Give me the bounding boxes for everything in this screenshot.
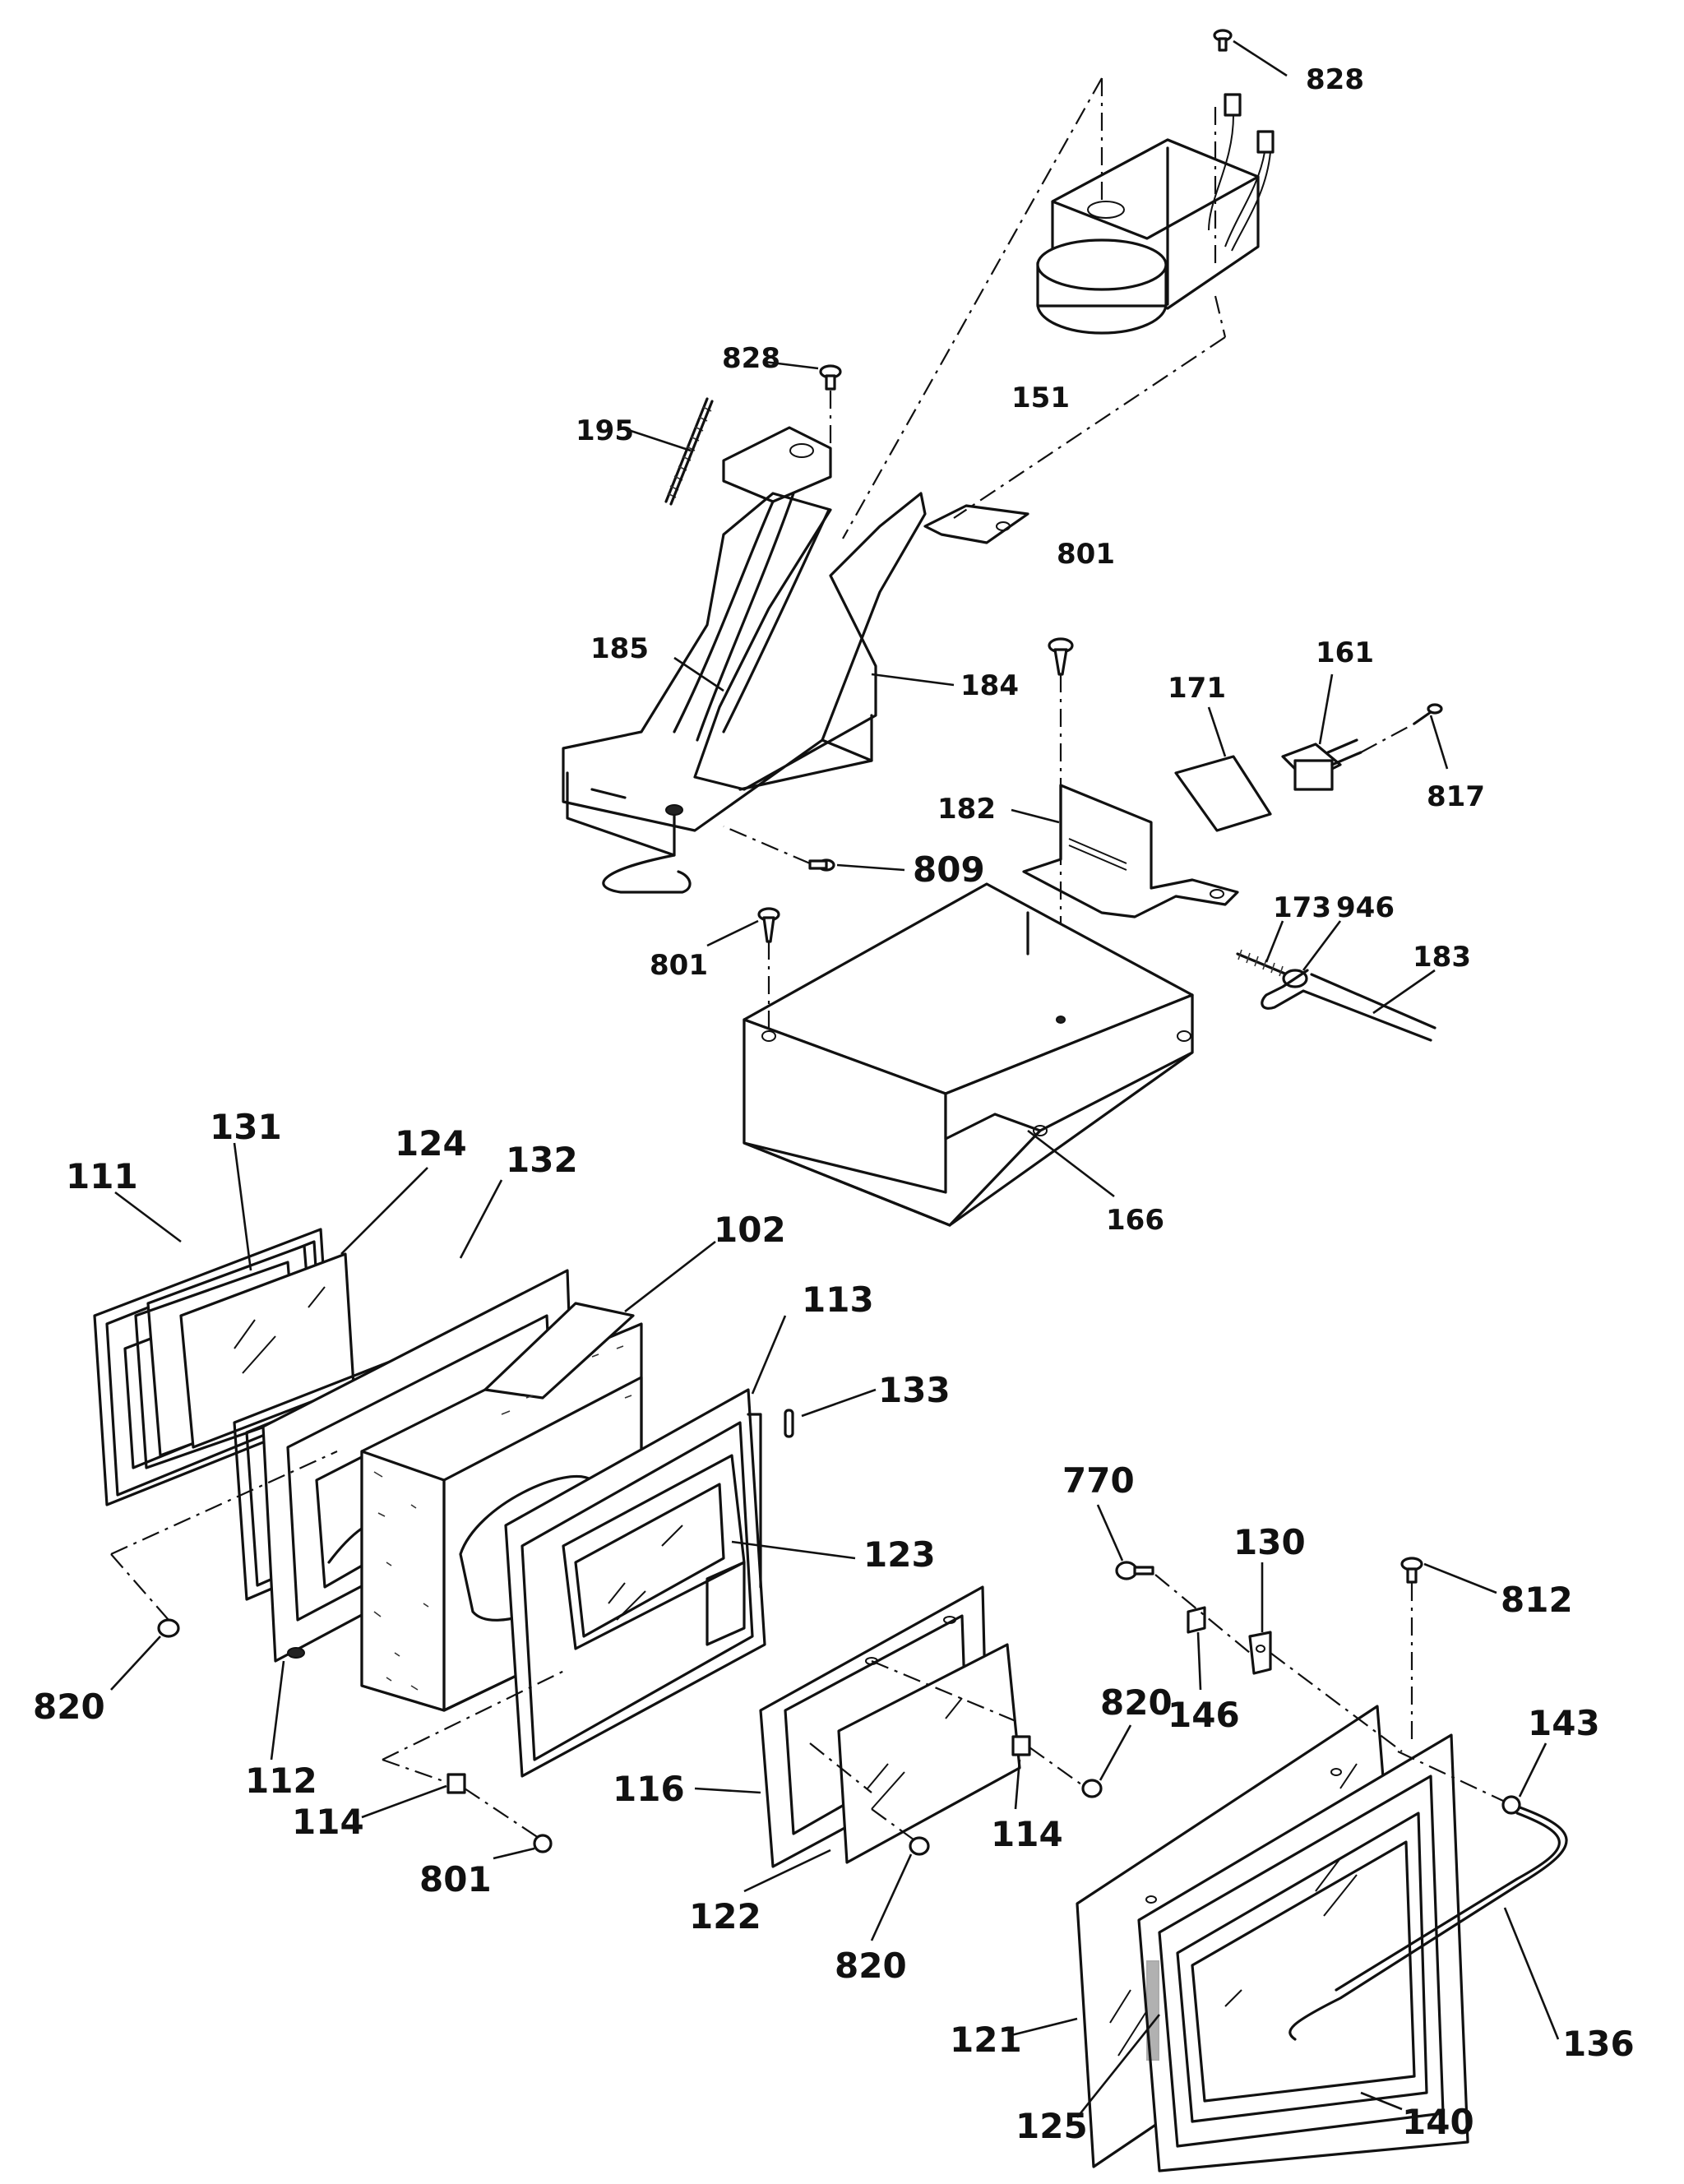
screw-801-left — [757, 907, 780, 943]
screw-820-right — [1081, 1779, 1103, 1798]
label-151: 151 — [1011, 382, 1070, 414]
label-113: 113 — [802, 1279, 874, 1320]
label-801: 801 — [419, 1859, 492, 1899]
label-770: 770 — [1062, 1460, 1135, 1501]
label-173: 173 — [1273, 891, 1331, 924]
label-111: 111 — [66, 1156, 138, 1196]
rod-183 — [1261, 969, 1436, 1042]
label-140: 140 — [1402, 2102, 1474, 2142]
label-121: 121 — [950, 2020, 1022, 2060]
label-102: 102 — [714, 1210, 786, 1250]
bracket-130 — [1248, 1631, 1272, 1675]
label-171: 171 — [1168, 672, 1226, 705]
switch-161 — [1281, 738, 1362, 791]
screw-770 — [1115, 1561, 1154, 1580]
screw-817 — [1413, 703, 1443, 725]
label-801: 801 — [1057, 538, 1115, 571]
label-146: 146 — [1168, 1695, 1240, 1735]
label-812: 812 — [1501, 1580, 1573, 1620]
clip-114-left — [446, 1773, 466, 1794]
screw-820-bottom — [909, 1836, 930, 1856]
screw-809 — [808, 858, 835, 872]
label-801: 801 — [650, 949, 708, 982]
label-166: 166 — [1106, 1204, 1164, 1237]
screw-828-top — [1213, 29, 1233, 52]
label-133: 133 — [878, 1370, 951, 1410]
label-125: 125 — [1015, 2106, 1088, 2146]
label-817: 817 — [1427, 780, 1485, 813]
pin-133 — [784, 1409, 794, 1438]
label-185: 185 — [590, 632, 649, 665]
clip-146 — [1187, 1606, 1206, 1634]
label-195: 195 — [576, 414, 634, 447]
label-161: 161 — [1316, 636, 1374, 669]
spring-195 — [664, 397, 714, 506]
label-946: 946 — [1336, 891, 1395, 924]
label-182: 182 — [937, 793, 996, 826]
label-131: 131 — [210, 1107, 282, 1147]
screw-143 — [1501, 1795, 1521, 1815]
label-184: 184 — [960, 669, 1019, 702]
label-828: 828 — [1306, 63, 1364, 96]
label-114: 114 — [292, 1802, 364, 1842]
screw-828-middle — [819, 364, 842, 391]
label-124: 124 — [395, 1123, 467, 1164]
motor-151 — [1036, 93, 1275, 335]
label-123: 123 — [863, 1534, 936, 1575]
label-143: 143 — [1528, 1703, 1600, 1743]
bracket-184-185 — [562, 426, 1029, 894]
plate-171 — [1174, 755, 1272, 832]
screw-801-upper — [1048, 637, 1074, 676]
label-130: 130 — [1233, 1522, 1306, 1562]
label-820: 820 — [835, 1946, 907, 1986]
label-122: 122 — [689, 1896, 761, 1936]
label-132: 132 — [506, 1140, 578, 1180]
clip-114-right — [1011, 1735, 1031, 1756]
label-112: 112 — [245, 1761, 317, 1801]
label-114: 114 — [991, 1814, 1063, 1854]
screw-820-left — [157, 1618, 180, 1638]
label-820: 820 — [1100, 1682, 1173, 1723]
door-inner-113 — [504, 1388, 766, 1778]
handle-136 — [1288, 1803, 1568, 2041]
label-820: 820 — [33, 1687, 105, 1727]
label-809: 809 — [913, 849, 985, 890]
glass-122 — [837, 1643, 1021, 1864]
spring-173 — [1236, 949, 1288, 977]
frame-140 — [1137, 1733, 1469, 2172]
label-828: 828 — [722, 342, 780, 375]
label-183: 183 — [1413, 941, 1471, 974]
tray-166 — [743, 882, 1194, 1227]
label-136: 136 — [1562, 2024, 1635, 2064]
label-116: 116 — [613, 1769, 685, 1809]
screw-812 — [1400, 1557, 1423, 1584]
screw-801-lower — [533, 1834, 553, 1853]
